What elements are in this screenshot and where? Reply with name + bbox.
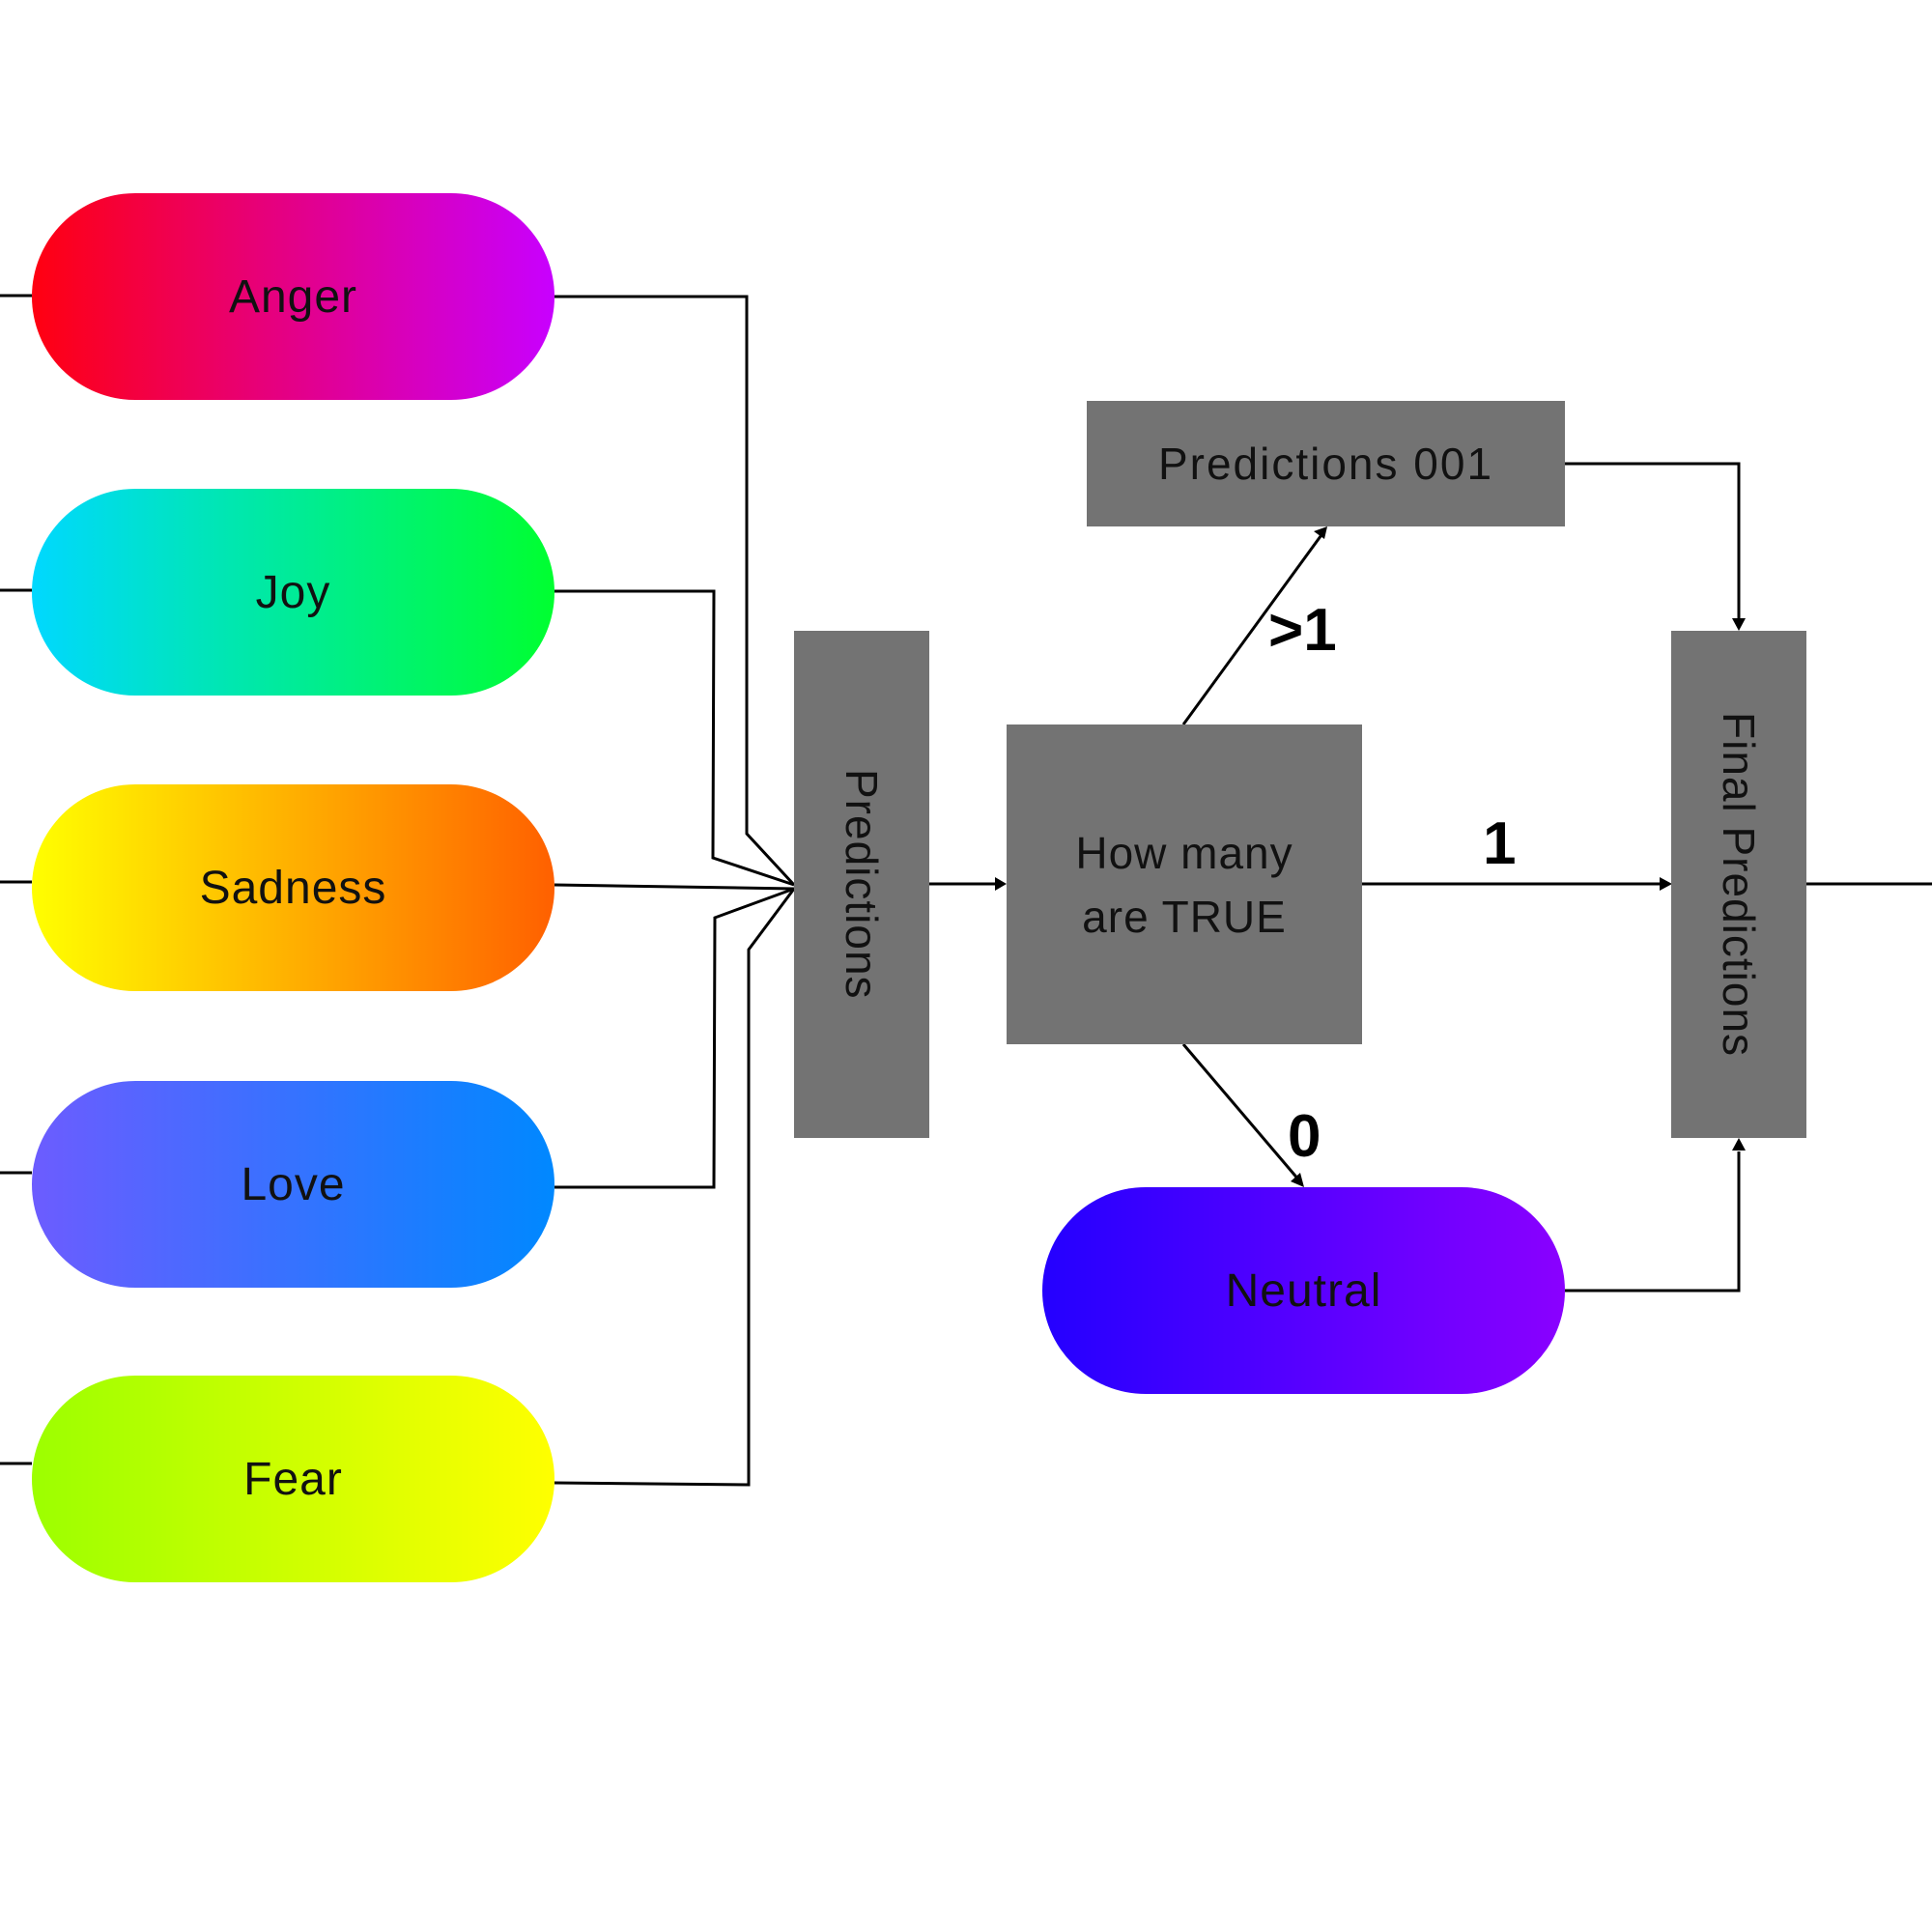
arrowhead-decision bbox=[995, 877, 1007, 891]
emotion-anger-label: Anger bbox=[228, 270, 358, 323]
final-predictions-node: Final Predictions bbox=[1671, 631, 1806, 1138]
connector-anger-to-predictions bbox=[554, 295, 796, 887]
edge-label-zero: 0 bbox=[1288, 1103, 1321, 1170]
decision-node: How many are TRUE bbox=[1007, 724, 1362, 1044]
final-predictions-label: Final Predictions bbox=[1714, 711, 1764, 1058]
arrowhead-final-left bbox=[1660, 877, 1672, 891]
connector-love-to-predictions bbox=[554, 887, 795, 1189]
emotion-fear-label: Fear bbox=[243, 1453, 343, 1505]
emotion-fear-node: Fear bbox=[32, 1376, 554, 1582]
emotion-love-label: Love bbox=[241, 1158, 346, 1210]
emotion-anger-node: Anger bbox=[32, 193, 554, 400]
neutral-label: Neutral bbox=[1225, 1264, 1382, 1317]
connector-sadness-to-predictions bbox=[554, 883, 795, 891]
arrowhead-predictions001 bbox=[1314, 526, 1327, 539]
emotion-joy-node: Joy bbox=[32, 489, 554, 696]
emotion-joy-label: Joy bbox=[255, 566, 331, 618]
connector-decision-to-neutral bbox=[1181, 1043, 1301, 1181]
arrowhead-neutral bbox=[1291, 1173, 1304, 1187]
edge-label-one: 1 bbox=[1483, 810, 1517, 877]
arrowhead-final-top bbox=[1732, 618, 1746, 631]
predictions-001-node: Predictions 001 bbox=[1087, 401, 1565, 526]
emotion-sadness-node: Sadness bbox=[32, 784, 554, 991]
emotion-love-node: Love bbox=[32, 1081, 554, 1288]
decision-line-2: are TRUE bbox=[1082, 891, 1287, 942]
connector-fear-to-predictions bbox=[554, 888, 796, 1487]
emotion-sadness-label: Sadness bbox=[199, 862, 387, 914]
decision-line-1: How many bbox=[1075, 827, 1293, 878]
edge-label-greater-than-one: >1 bbox=[1268, 597, 1337, 664]
arrowhead-final-bottom bbox=[1732, 1138, 1746, 1151]
predictions-001-label: Predictions 001 bbox=[1157, 439, 1494, 489]
connector-decision-to-predictions001 bbox=[1181, 531, 1325, 725]
connector-joy-to-predictions bbox=[554, 589, 795, 887]
predictions-node: Predictions bbox=[794, 631, 929, 1138]
neutral-node: Neutral bbox=[1042, 1187, 1565, 1394]
predictions-label: Predictions bbox=[837, 769, 887, 1000]
connector-predictions001-to-final bbox=[1565, 462, 1741, 618]
connector-neutral-to-final bbox=[1565, 1151, 1741, 1293]
